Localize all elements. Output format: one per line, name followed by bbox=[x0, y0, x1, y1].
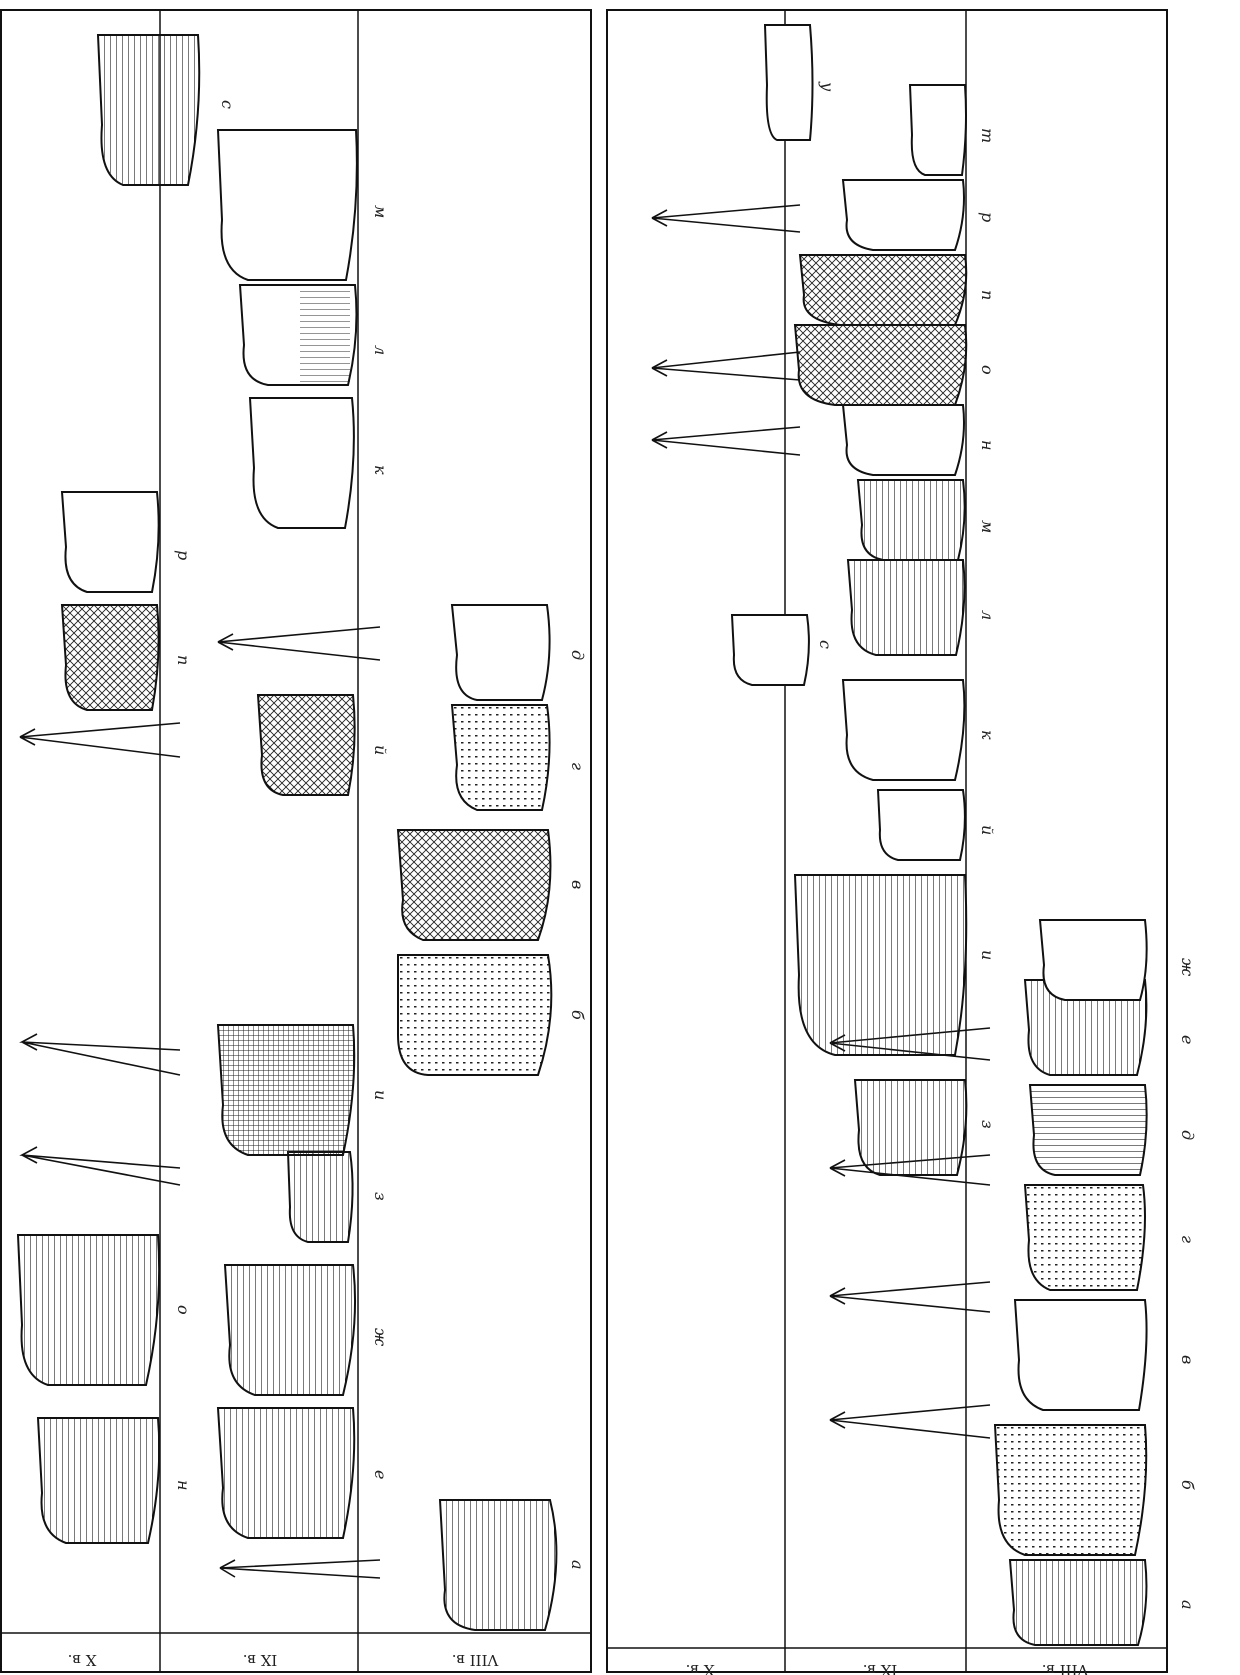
arrow bbox=[19, 1146, 181, 1186]
vessel-right-y bbox=[876, 789, 966, 861]
arrow bbox=[829, 1281, 991, 1313]
vessel-right-m bbox=[856, 479, 966, 561]
arrow bbox=[19, 722, 181, 758]
left-label-l: л bbox=[371, 345, 390, 355]
vessel-right-l bbox=[846, 559, 966, 656]
vessel-right-n bbox=[841, 404, 965, 476]
arrow bbox=[219, 1559, 381, 1579]
left-label-i: и bbox=[371, 1090, 390, 1100]
vessel-left-o bbox=[16, 1234, 161, 1386]
arrow bbox=[829, 1404, 991, 1439]
left-label-g: г bbox=[568, 762, 587, 770]
right-label-o: о bbox=[978, 365, 997, 375]
arrow bbox=[651, 204, 801, 233]
vessel-left-g bbox=[450, 704, 551, 811]
vessel-left-y bbox=[256, 694, 356, 796]
left-arrows bbox=[19, 626, 381, 1579]
right-label-k: к bbox=[978, 730, 997, 740]
left-label-z: з bbox=[371, 1192, 390, 1201]
vessel-left-p bbox=[60, 604, 160, 711]
arrow bbox=[19, 1033, 181, 1076]
right-label-b: б bbox=[1178, 1480, 1197, 1490]
vessel-right-b bbox=[993, 1424, 1148, 1556]
left-century-x: X в. bbox=[68, 1651, 97, 1669]
vessel-right-s bbox=[730, 614, 810, 686]
left-panel-frame bbox=[0, 9, 592, 1673]
right-label-v: в bbox=[1178, 1355, 1197, 1364]
right-panel: X в. IX в. VIII в. bbox=[606, 9, 1197, 1675]
left-label-zh: ж bbox=[371, 1328, 390, 1347]
left-label-s: с bbox=[218, 100, 237, 109]
vessel-right-d bbox=[1028, 1084, 1148, 1176]
vessel-left-n bbox=[36, 1417, 161, 1544]
left-century-viii: VIII в. bbox=[452, 1651, 500, 1669]
right-label-e: е bbox=[1178, 1035, 1197, 1044]
left-panel: X в. IX в. VIII в. bbox=[0, 9, 592, 1673]
arrow bbox=[651, 351, 801, 381]
left-label-n: н bbox=[174, 1480, 193, 1491]
left-label-y: й bbox=[371, 745, 390, 755]
vessel-right-g bbox=[1023, 1184, 1146, 1291]
vessel-left-k bbox=[248, 397, 355, 529]
right-label-m: м bbox=[978, 520, 997, 533]
vessel-right-a bbox=[1008, 1559, 1148, 1646]
right-label-y: й bbox=[978, 825, 997, 835]
left-label-r: р bbox=[174, 550, 193, 560]
vessel-left-r bbox=[60, 491, 160, 593]
vessel-left-z bbox=[286, 1151, 354, 1243]
right-label-a: а bbox=[1178, 1600, 1197, 1610]
left-century-ix: IX в. bbox=[243, 1651, 278, 1669]
right-label-z: з bbox=[978, 1120, 997, 1129]
right-century-ix: IX в. bbox=[863, 1661, 898, 1675]
vessel-right-k bbox=[841, 679, 966, 781]
right-panel-frame bbox=[606, 9, 1168, 1673]
vessel-right-t bbox=[908, 84, 967, 176]
right-label-g: г bbox=[1178, 1235, 1197, 1243]
vessel-right-p bbox=[798, 254, 968, 326]
vessel-right-v bbox=[1013, 1299, 1148, 1411]
left-label-m: м bbox=[371, 205, 390, 218]
right-label-s: с bbox=[816, 640, 835, 649]
vessel-right-e bbox=[1023, 979, 1148, 1076]
right-label-r: р bbox=[978, 212, 997, 222]
right-label-n: н bbox=[978, 440, 997, 451]
vessel-left-v bbox=[396, 829, 552, 941]
left-label-p: п bbox=[174, 655, 193, 665]
right-label-i: и bbox=[978, 950, 997, 960]
right-label-u: у bbox=[818, 81, 837, 92]
vessel-left-l bbox=[238, 284, 358, 386]
right-label-t: т bbox=[978, 128, 997, 143]
left-label-o: о bbox=[174, 1305, 193, 1315]
right-label-l: л bbox=[978, 610, 997, 620]
vessel-right-u bbox=[763, 24, 814, 141]
vessel-left-m bbox=[216, 129, 358, 281]
vessel-left-b bbox=[397, 954, 553, 1076]
arrow bbox=[651, 426, 801, 456]
left-label-a: а bbox=[568, 1560, 587, 1570]
left-label-v: в bbox=[568, 880, 587, 889]
arrow bbox=[217, 626, 381, 661]
vessel-right-i bbox=[793, 874, 968, 1056]
left-label-b: б bbox=[568, 1010, 587, 1020]
vessel-left-s bbox=[96, 34, 201, 186]
vessel-left-d bbox=[450, 604, 551, 701]
vessel-right-r bbox=[841, 179, 965, 251]
right-label-d: д bbox=[1178, 1130, 1197, 1140]
left-label-d: д bbox=[568, 650, 587, 660]
vessel-left-a bbox=[438, 1499, 558, 1631]
left-label-e: е bbox=[371, 1470, 390, 1479]
vessel-right-o bbox=[793, 324, 968, 406]
right-century-x: X в. bbox=[686, 1661, 715, 1675]
vessel-left-i bbox=[216, 1024, 356, 1156]
vessel-left-e bbox=[216, 1407, 356, 1539]
left-label-k: к bbox=[371, 465, 390, 475]
right-century-viii: VIII в. bbox=[1042, 1661, 1090, 1675]
vessel-left-zh bbox=[223, 1264, 356, 1396]
vessel-right-z bbox=[853, 1079, 968, 1176]
right-label-p: п bbox=[978, 290, 997, 300]
right-label-zh: ж bbox=[1178, 958, 1197, 977]
vessel-right-zh bbox=[1038, 919, 1148, 1001]
